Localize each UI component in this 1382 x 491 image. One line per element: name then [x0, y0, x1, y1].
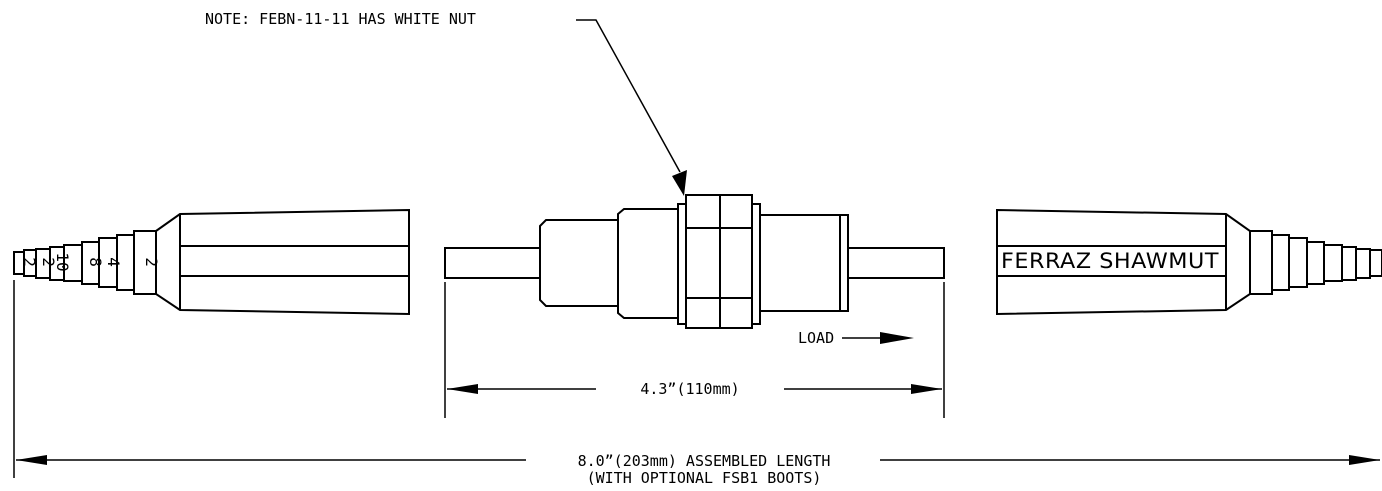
step-label: 2	[39, 257, 58, 267]
load-label: LOAD	[798, 329, 834, 347]
note-arrowhead	[672, 170, 687, 196]
holder-dimension-text: 4.3”(110mm)	[640, 380, 739, 398]
holder-dimension: 4.3”(110mm)	[444, 282, 945, 418]
step-label: 2	[142, 257, 161, 267]
step-label: 10	[53, 252, 72, 271]
note-text: NOTE: FEBN-11-11 HAS WHITE NUT	[205, 10, 476, 28]
right-boot: FERRAZ SHAWMUT	[996, 208, 1382, 316]
assembled-length-text: 8.0”(203mm) ASSEMBLED LENGTH	[578, 452, 831, 470]
load-indicator: LOAD	[798, 329, 914, 347]
load-arrowhead	[880, 332, 914, 344]
fuse-holder-body	[444, 194, 945, 329]
assembled-length-subtext: (WITH OPTIONAL FSB1 BOOTS)	[587, 469, 822, 487]
step-label: 2	[20, 257, 39, 267]
assembled-length-dimension: 8.0”(203mm) ASSEMBLED LENGTH (WITH OPTIO…	[13, 280, 1380, 487]
brand-label: FERRAZ SHAWMUT	[1001, 249, 1219, 273]
left-boot: 2 4 8 10 2 2	[13, 208, 410, 316]
note-callout: NOTE: FEBN-11-11 HAS WHITE NUT	[205, 10, 687, 196]
step-label: 8	[86, 257, 105, 267]
step-label: 4	[104, 257, 123, 267]
